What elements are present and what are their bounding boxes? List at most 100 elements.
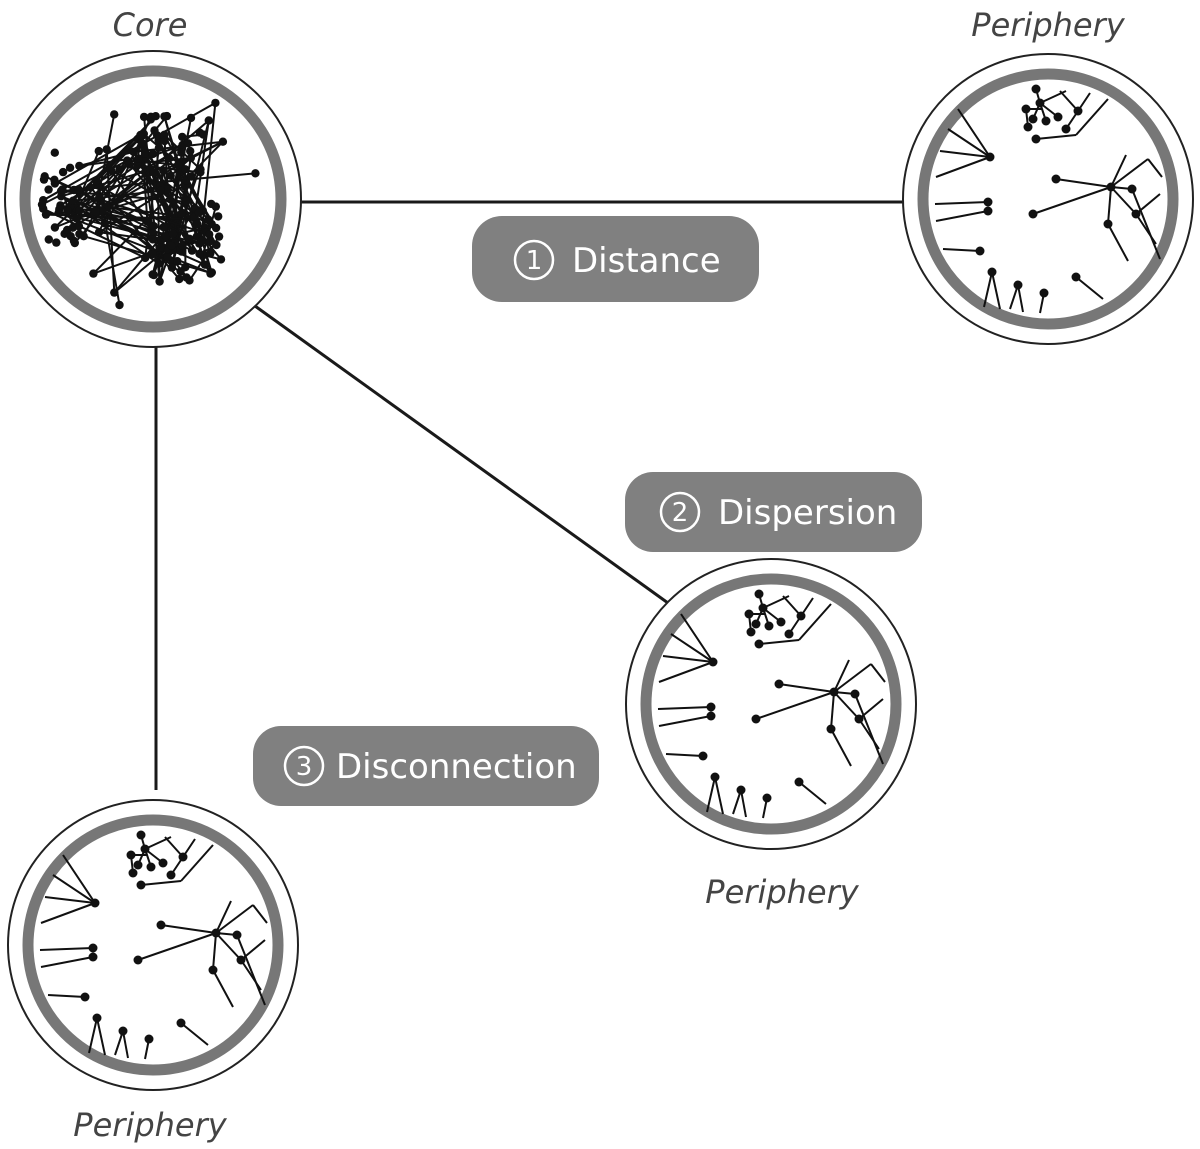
network-node	[211, 223, 221, 233]
network-node	[159, 166, 168, 175]
network-node	[205, 230, 214, 239]
network-node	[166, 171, 175, 180]
network-node	[86, 183, 95, 192]
network-edge	[113, 212, 183, 294]
network-edge	[798, 781, 827, 805]
network-node	[58, 167, 68, 177]
network-node	[97, 206, 107, 216]
network-node	[129, 147, 138, 157]
periphery-bottom-left-label: Periphery	[73, 1106, 227, 1144]
network-node	[176, 1018, 186, 1028]
network-edge	[657, 706, 712, 710]
network-node	[167, 263, 177, 272]
pill-disconnection-number-circle	[283, 745, 325, 787]
network-node	[1013, 280, 1023, 290]
network-node	[1053, 112, 1063, 122]
network-node	[776, 617, 786, 627]
network-node	[706, 702, 716, 712]
network-edge	[52, 874, 96, 904]
network-node	[206, 249, 215, 258]
network-node	[762, 793, 772, 803]
pill-distance-number-circle	[513, 239, 555, 281]
network-edge	[96, 1017, 106, 1056]
network-node	[985, 152, 995, 162]
network-node	[136, 880, 146, 890]
network-node	[180, 182, 190, 191]
network-node	[55, 205, 64, 214]
network-node	[58, 185, 67, 194]
network-edge	[983, 271, 993, 308]
network-edge	[212, 932, 217, 971]
network-edge	[1110, 186, 1137, 215]
network-edge	[1131, 188, 1161, 260]
network-node	[854, 714, 864, 724]
pill-dispersion-background	[625, 472, 922, 552]
network-edge	[830, 728, 852, 767]
network-edge	[212, 969, 234, 1008]
network-node	[216, 255, 226, 264]
network-node	[50, 223, 60, 232]
network-node	[1127, 184, 1137, 194]
network-node	[90, 898, 100, 908]
network-edge	[833, 663, 872, 693]
periphery-top-right-label: Periphery	[971, 6, 1125, 44]
network-edge	[1075, 98, 1109, 136]
network-node	[91, 207, 100, 217]
network-node	[187, 246, 197, 255]
network-node	[200, 260, 210, 269]
network-node	[37, 200, 47, 209]
network-edge	[755, 691, 835, 720]
network-node	[92, 1013, 102, 1023]
network-node	[1071, 272, 1081, 282]
network-edge	[706, 776, 716, 813]
network-node	[177, 148, 186, 157]
connectors	[154, 200, 908, 790]
network-edge	[40, 902, 96, 924]
pill-distance: 1 Distance	[472, 216, 759, 302]
network-edge	[934, 201, 989, 205]
network-node	[140, 149, 150, 158]
network-node	[160, 130, 169, 139]
network-node	[118, 1026, 128, 1036]
network-node	[698, 751, 708, 761]
network-node	[1035, 98, 1045, 108]
pill-distance-background	[472, 216, 759, 302]
network-node	[218, 137, 228, 146]
network-edge	[215, 900, 232, 934]
network-node	[155, 277, 164, 286]
network-edge	[939, 150, 991, 158]
network-node	[754, 589, 764, 599]
network-node	[154, 259, 163, 268]
network-node	[74, 185, 83, 194]
network-node	[829, 687, 839, 697]
network-node	[95, 193, 104, 202]
network-node	[89, 269, 98, 278]
network-edge	[680, 613, 714, 663]
network-edge	[714, 776, 724, 815]
network-node	[214, 232, 224, 241]
network-edge	[833, 691, 860, 720]
network-node	[796, 611, 806, 621]
network-node	[146, 862, 156, 872]
network-node	[133, 955, 143, 965]
network-node	[181, 263, 190, 272]
network-node	[75, 206, 84, 215]
network-node	[204, 215, 213, 224]
network-node	[168, 229, 178, 239]
network-node	[149, 168, 158, 177]
network-node	[1061, 124, 1071, 134]
network-node	[50, 148, 59, 157]
network-node	[181, 165, 190, 174]
network-node	[144, 1034, 154, 1044]
network-node	[178, 132, 187, 142]
network-node	[160, 136, 169, 146]
network-node	[1103, 219, 1113, 229]
network-node	[850, 689, 860, 699]
network-node	[63, 206, 72, 215]
network-edge	[215, 904, 254, 934]
network-edge	[72, 199, 154, 241]
network-node	[143, 217, 152, 226]
network-node	[88, 943, 98, 953]
network-edge	[88, 1017, 98, 1054]
network-node	[181, 197, 191, 206]
